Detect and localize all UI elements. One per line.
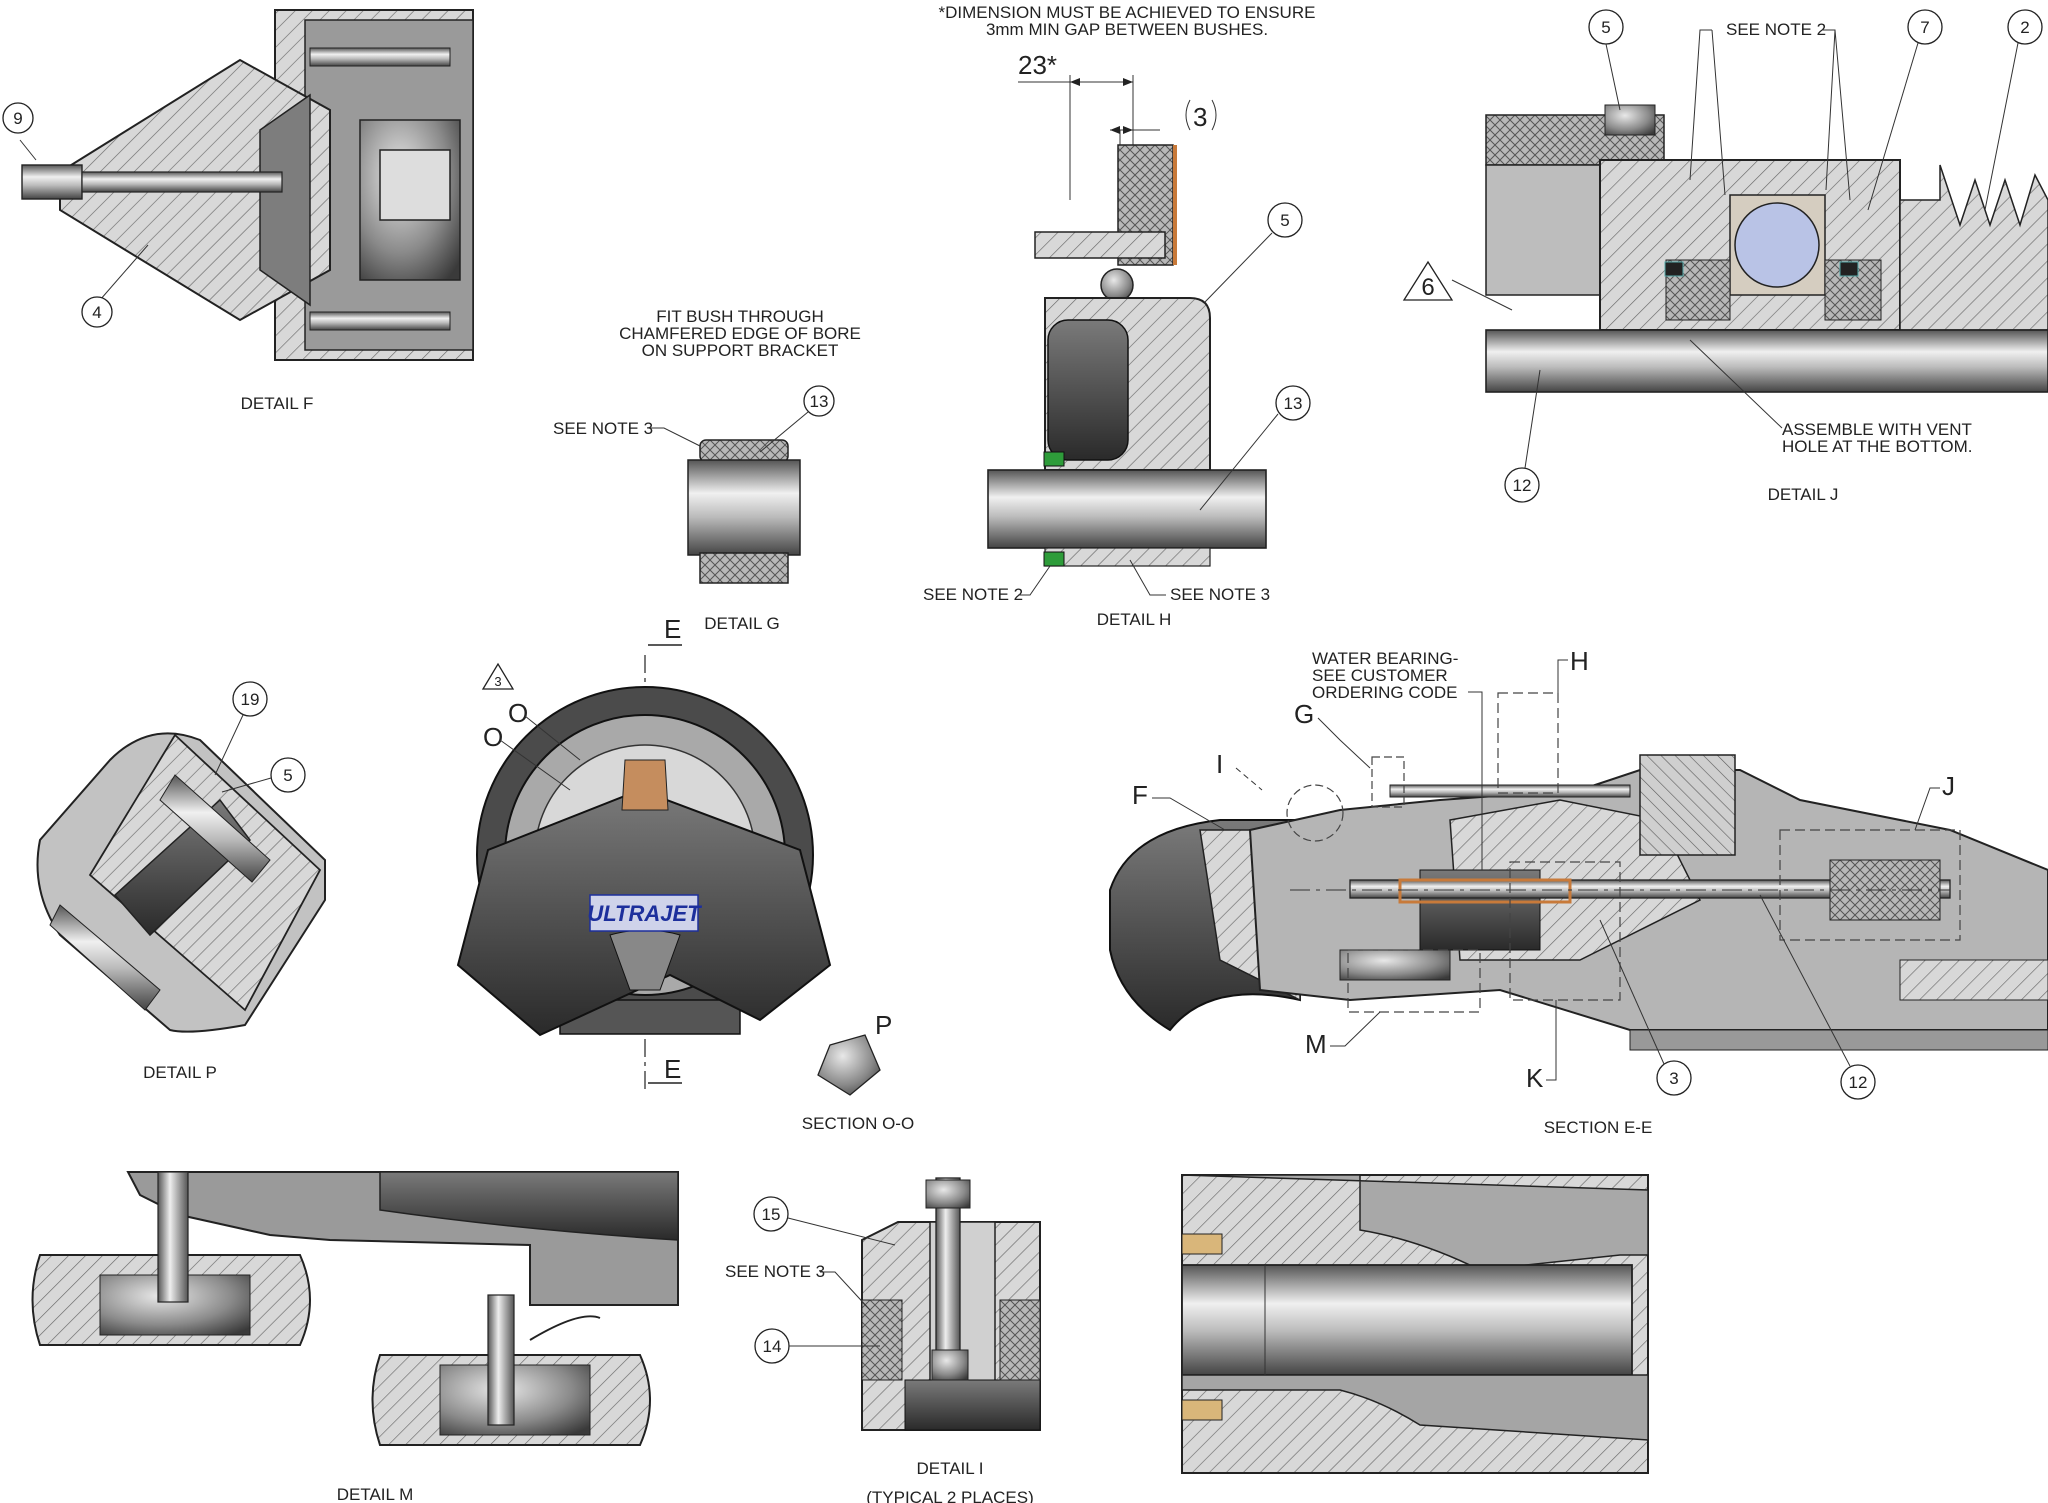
balloon-13-g-label: 13 [810,392,829,411]
assemble-note-line2: HOLE AT THE BOTTOM. [1782,437,1973,456]
balloon-5-j-label: 5 [1601,18,1610,37]
balloon-3-e: 3 [1599,919,1692,1096]
detail-m-view [31,1171,679,1446]
detail-j-title: DETAIL J [1768,485,1839,504]
balloon-12-j-label: 12 [1513,476,1532,495]
revision-triangle-6: 6 [1402,260,1513,311]
detail-k-view [1181,1174,1649,1474]
fit-bush-note-line2: CHAMFERED EDGE OF BORE [619,324,861,343]
balloon-19-p: 19 [214,681,268,776]
section-marker-e-top: E [664,614,681,644]
assemble-note-line1: ASSEMBLE WITH VENT [1782,420,1972,439]
balloon-5-p-label: 5 [283,766,292,785]
section-oo-view: ULTRAJET [456,655,832,1090]
detail-marker-p: P [875,1010,892,1040]
balloon-12-e: 12 [1759,894,1876,1100]
balloon-13-h: 13 [1199,385,1311,511]
balloon-2-j: 2 [1984,9,2043,211]
water-bearing-note: WATER BEARING- SEE CUSTOMER ORDERING COD… [1312,649,1483,870]
revision-triangle-3: 3 [481,662,515,690]
detail-marker-f: F [1132,780,1148,810]
water-bearing-note-line3: ORDERING CODE [1312,683,1457,702]
dimension-note-line2: 3mm MIN GAP BETWEEN BUSHES. [986,20,1268,39]
balloon-5-p: 5 [221,757,306,793]
water-bearing-note-line2: SEE CUSTOMER [1312,666,1448,685]
section-ee-title: SECTION E-E [1544,1118,1653,1137]
detail-j-view [1485,104,2048,393]
detail-f-view [19,9,474,361]
detail-h-view [987,75,1267,567]
balloon-14-i: 14 [754,1328,880,1364]
detail-f-title: DETAIL F [241,394,314,413]
balloon-5-h: 5 [1204,202,1303,303]
balloon-9: 9 [2,102,34,134]
detail-i-title: DETAIL I [916,1459,983,1478]
balloon-7-j: 7 [1867,9,1943,211]
balloon-19-p-label: 19 [241,690,260,709]
revision-triangle-6-label: 6 [1421,274,1434,301]
fit-bush-note-line3: ON SUPPORT BRACKET [642,341,839,360]
detail-marker-i: I [1216,749,1223,779]
detail-marker-m: M [1305,1029,1327,1059]
section-ee-view [1109,754,2048,1051]
detail-marker-k: K [1526,1063,1544,1093]
detail-h-title: DETAIL H [1097,610,1172,629]
section-marker-o1: O [508,698,528,728]
balloon-15-i-label: 15 [762,1205,781,1224]
assemble-note: ASSEMBLE WITH VENT HOLE AT THE BOTTOM. [1689,339,1973,456]
see-note-3-g: SEE NOTE 3 [553,419,653,438]
dimension-note-line1: *DIMENSION MUST BE ACHIEVED TO ENSURE [939,3,1316,22]
revision-triangle-3-label: 3 [494,674,501,689]
see-note-3-h: SEE NOTE 3 [1170,585,1270,604]
balloon-5-j: 5 [1588,9,1624,111]
detail-marker-g: G [1294,699,1314,729]
balloon-3-e-label: 3 [1669,1069,1678,1088]
detail-marker-j: J [1942,771,1955,801]
balloon-4: 4 [81,296,113,328]
section-marker-e-bottom: E [664,1054,681,1084]
detail-i-view [861,1177,1041,1431]
detail-marker-h: H [1570,646,1589,676]
section-oo-p-callout [817,1034,881,1096]
balloon-5-h-label: 5 [1280,211,1289,230]
ultrajet-logo: ULTRAJET [587,901,702,926]
detail-g-title: DETAIL G [704,614,780,633]
dimension-3: 3 [1193,102,1207,132]
detail-g-view [687,439,801,584]
balloon-14-i-label: 14 [763,1337,782,1356]
balloon-13-g: 13 [759,385,835,453]
balloon-12-j: 12 [1504,369,1541,503]
water-bearing-note-line1: WATER BEARING- [1312,649,1458,668]
detail-p-view [36,732,326,1033]
detail-p-title: DETAIL P [143,1063,217,1082]
dimension-23: 23* [1018,50,1057,80]
detail-m-title: DETAIL M [337,1485,414,1503]
balloon-12-e-label: 12 [1849,1073,1868,1092]
section-marker-o2: O [483,722,503,752]
see-note-3-i: SEE NOTE 3 [725,1262,825,1281]
section-oo-title: SECTION O-O [802,1114,914,1133]
balloon-7-j-label: 7 [1920,18,1929,37]
balloon-13-h-label: 13 [1284,394,1303,413]
balloon-15-i: 15 [753,1196,896,1246]
see-note-2-h: SEE NOTE 2 [923,585,1023,604]
fit-bush-note-line1: FIT BUSH THROUGH [656,307,824,326]
detail-i-subtitle: (TYPICAL 2 PLACES) [866,1488,1034,1503]
balloon-9-label: 9 [13,109,22,128]
balloon-4-label: 4 [92,303,101,322]
fit-bush-note: FIT BUSH THROUGH CHAMFERED EDGE OF BORE … [619,307,861,360]
balloon-2-j-label: 2 [2020,18,2029,37]
see-note-2-j: SEE NOTE 2 [1726,20,1826,39]
